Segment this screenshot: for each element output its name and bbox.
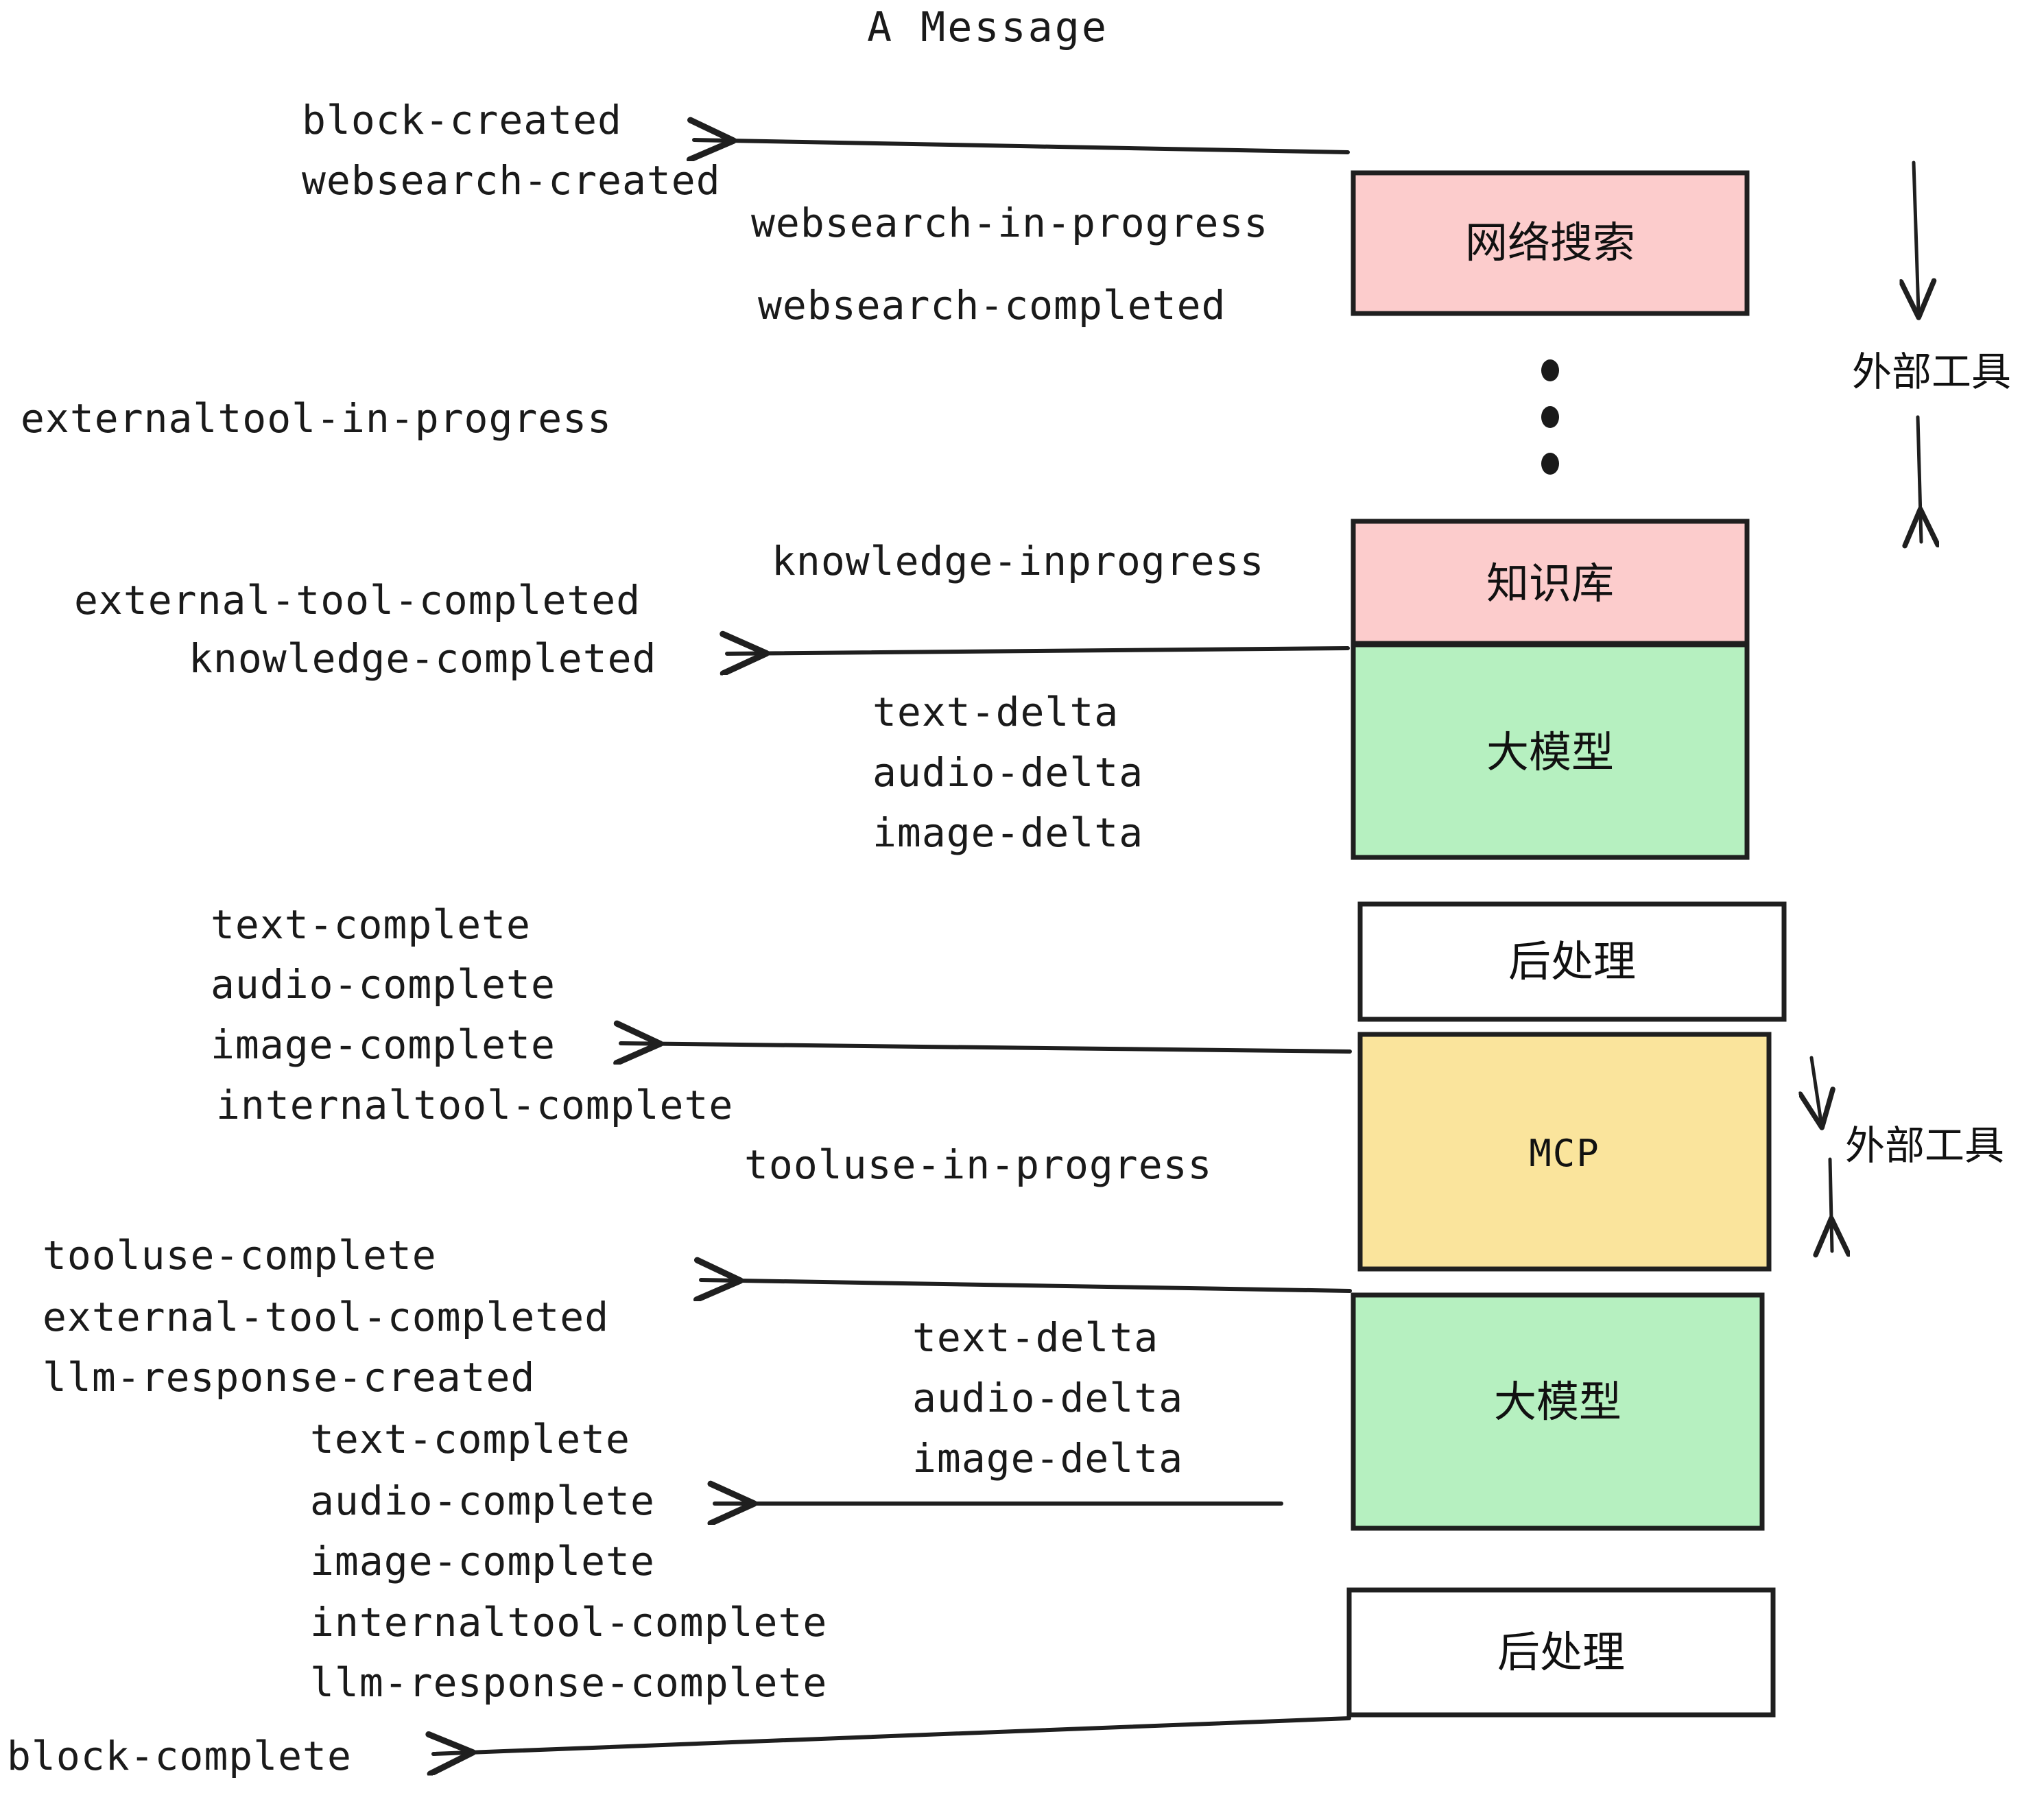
event-audio-complete-1: audio-complete	[211, 961, 556, 1008]
arrow-image-complete	[621, 1043, 1352, 1052]
box-knowledgebase-rect	[1351, 519, 1750, 646]
box-llm-upper-label: 大模型	[1486, 727, 1614, 777]
event-text-delta-1: text-delta	[872, 689, 1119, 735]
box-llm-lower-rect	[1351, 1292, 1765, 1531]
arrow-tooluse-complete	[701, 1280, 1352, 1291]
box-postprocess-2-rect	[1346, 1587, 1776, 1718]
arrow-block-complete	[433, 1716, 1351, 1754]
event-image-complete-2: image-complete	[310, 1538, 655, 1585]
external-tools-label-upper: 外部工具	[1852, 348, 2011, 395]
event-external-tool-completed-1: external-tool-completed	[74, 577, 641, 624]
event-knowledge-inprogress: knowledge-inprogress	[772, 538, 1264, 584]
event-websearch-created: websearch-created	[302, 157, 721, 204]
external-tools-arrow-down-2	[1830, 1157, 1832, 1251]
box-websearch-label: 网络搜索	[1465, 217, 1635, 268]
event-arrows	[433, 140, 1352, 1754]
event-externaltool-in-progress: externaltool-in-progress	[21, 395, 612, 442]
box-llm-lower-label: 大模型	[1494, 1377, 1621, 1427]
event-block-created: block-created	[302, 97, 622, 143]
box-llm-upper-rect	[1351, 642, 1750, 860]
event-audio-delta-2: audio-delta	[912, 1375, 1183, 1421]
box-postprocess-2[interactable]: 后处理	[1346, 1587, 1776, 1718]
ellipsis-dot-3	[1541, 453, 1559, 475]
box-llm-upper[interactable]: 大模型	[1351, 642, 1750, 860]
box-postprocess-2-label: 后处理	[1497, 1627, 1625, 1677]
ellipsis-dot-1	[1541, 359, 1559, 381]
external-tools-arrow-down-1	[1918, 415, 1921, 542]
arrow-knowledge-completed	[727, 648, 1350, 654]
event-external-tool-completed-2: external-tool-completed	[43, 1294, 609, 1340]
box-postprocess-1-rect	[1357, 901, 1787, 1022]
box-mcp[interactable]: MCP	[1357, 1032, 1772, 1272]
external-tools-bracket-lower	[1811, 1056, 1832, 1251]
event-image-complete-1: image-complete	[211, 1021, 556, 1068]
external-tools-arrow-up-2	[1811, 1056, 1821, 1122]
box-llm-lower[interactable]: 大模型	[1351, 1292, 1765, 1531]
external-tools-bracket-upper	[1914, 161, 1921, 542]
event-websearch-completed: websearch-completed	[758, 282, 1226, 329]
event-audio-delta-1: audio-delta	[872, 749, 1143, 796]
event-knowledge-completed: knowledge-completed	[189, 635, 656, 682]
ellipsis-dot-2	[1541, 406, 1559, 428]
event-llm-response-complete: llm-response-complete	[310, 1659, 827, 1706]
box-mcp-rect	[1357, 1032, 1772, 1272]
box-websearch-rect	[1351, 170, 1750, 316]
event-websearch-in-progress: websearch-in-progress	[751, 200, 1268, 246]
event-tooluse-in-progress: tooluse-in-progress	[744, 1141, 1212, 1188]
event-internaltool-complete-1: internaltool-complete	[216, 1082, 733, 1128]
left-event-labels: block-created websearch-created external…	[7, 97, 827, 1779]
external-tools-arrow-up-1	[1914, 161, 1918, 312]
component-boxes: 网络搜索 知识库 大模型 后处理 MCP 大模型	[1346, 170, 1787, 1718]
event-text-delta-2: text-delta	[912, 1314, 1158, 1361]
event-audio-complete-2: audio-complete	[310, 1477, 655, 1524]
event-text-complete-2: text-complete	[310, 1416, 630, 1462]
ellipsis-dots	[1541, 359, 1559, 475]
box-postprocess-1-label: 后处理	[1508, 936, 1636, 986]
event-image-delta-1: image-delta	[872, 809, 1143, 856]
event-internaltool-complete-2: internaltool-complete	[310, 1599, 827, 1646]
event-text-complete-1: text-complete	[211, 901, 531, 948]
event-llm-response-created: llm-response-created	[43, 1354, 535, 1401]
event-image-delta-2: image-delta	[912, 1435, 1183, 1482]
right-event-labels: websearch-in-progress websearch-complete…	[744, 200, 1268, 1482]
box-websearch[interactable]: 网络搜索	[1351, 170, 1750, 316]
arrow-block-created	[694, 140, 1350, 152]
box-knowledgebase[interactable]: 知识库	[1351, 519, 1750, 646]
page-title: A Message	[867, 3, 1108, 51]
box-mcp-label: MCP	[1529, 1132, 1600, 1175]
box-postprocess-1[interactable]: 后处理	[1357, 901, 1787, 1022]
external-tools-label-lower: 外部工具	[1845, 1122, 2004, 1169]
event-tooluse-complete: tooluse-complete	[43, 1232, 437, 1279]
box-knowledgebase-label: 知识库	[1486, 558, 1614, 608]
event-block-complete: block-complete	[7, 1733, 352, 1779]
